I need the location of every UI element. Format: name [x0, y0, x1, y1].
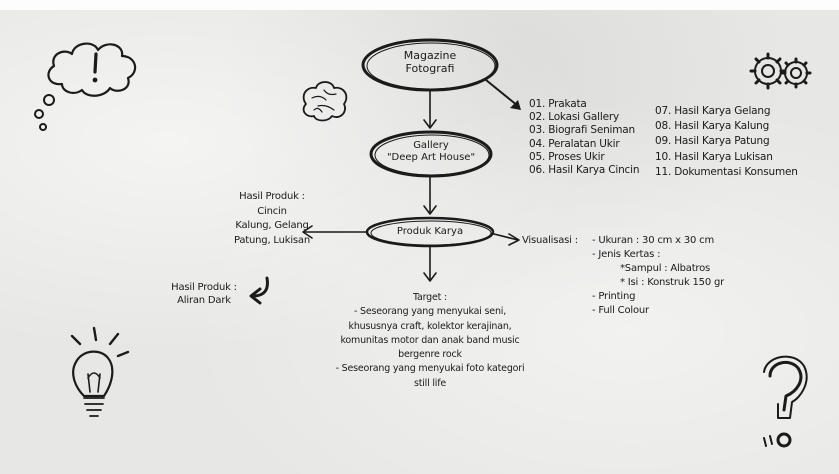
- arrow-magazine-to-contents: [485, 79, 521, 110]
- visualisasi-label: Visualisasi :: [522, 235, 578, 246]
- target-item: bergenre rock: [398, 349, 462, 361]
- hasil-produk-block: Hasil Produk : Cincin Kalung, Gelang Pat…: [222, 190, 322, 248]
- arrow-produk-to-hasil: [302, 225, 367, 239]
- lightbulb-icon: [70, 326, 130, 417]
- hasil-produk-item: Kalung, Gelang: [235, 220, 309, 231]
- contents-item: 10. Hasil Karya Lukisan: [655, 150, 773, 163]
- visualisasi-item: * Isi : Konstruk 150 gr: [620, 277, 725, 288]
- hasil-aliran-title: Hasil Produk :: [171, 282, 237, 293]
- visualisasi-item: - Full Colour: [592, 305, 649, 316]
- contents-item: 01. Prakata: [529, 98, 587, 110]
- hasil-aliran-item: Aliran Dark: [177, 295, 231, 306]
- brain-icon: [302, 81, 348, 122]
- hasil-produk-title: Hasil Produk :: [239, 191, 305, 202]
- question-mark-icon: [763, 355, 808, 448]
- contents-item: 09. Hasil Karya Patung: [655, 135, 770, 148]
- contents-item: 02. Lokasi Gallery: [529, 111, 619, 124]
- target-item: - Seseorang yang menyukai seni,: [353, 306, 507, 318]
- arrow-produk-to-target: [423, 246, 437, 282]
- hooked-arrow-to-aliran: [249, 276, 269, 305]
- visualisasi-item: *Sampul : Albatros: [620, 263, 711, 274]
- hasil-produk-item: Cincin: [257, 205, 287, 217]
- magazine-node-line-1: Magazine: [403, 49, 457, 62]
- contents-item: 06. Hasil Karya Cincin: [529, 164, 640, 177]
- contents-list-right: 07. Hasil Karya Gelang 08. Hasil Karya K…: [655, 104, 798, 180]
- magazine-node-line-2: Fotografi: [405, 62, 455, 75]
- contents-item: 08. Hasil Karya Kalung: [655, 120, 770, 133]
- visualisasi-item: - Printing: [592, 291, 636, 302]
- gallery-node-ellipse: [369, 130, 493, 178]
- gallery-node-line-2: "Deep Art House": [386, 152, 476, 163]
- visualisasi-list: - Ukuran : 30 cm x 30 cm - Jenis Kertas …: [592, 234, 724, 318]
- target-item: - Seseorang yang menyukai foto kategori: [335, 363, 525, 375]
- top-strip: [0, 0, 839, 10]
- hasil-aliran-block: Hasil Produk : Aliran Dark: [164, 281, 244, 307]
- contents-list-left: 01. Prakata 02. Lokasi Gallery 03. Biogr…: [529, 98, 639, 177]
- contents-item: 04. Peralatan Ukir: [529, 137, 620, 150]
- arrow-produk-to-visualisasi: [493, 233, 520, 246]
- target-item: khususnya craft, kolektor kerajinan,: [348, 320, 512, 332]
- contents-item: 07. Hasil Karya Gelang: [655, 105, 771, 117]
- magazine-node-ellipse: [361, 38, 499, 92]
- visualisasi-item: - Jenis Kertas :: [592, 249, 661, 260]
- arrow-gallery-to-produk: [423, 176, 437, 215]
- arrow-magazine-to-gallery: [423, 90, 437, 129]
- visualisasi-item: - Ukuran : 30 cm x 30 cm: [592, 235, 714, 246]
- gallery-node-line-1: Gallery: [413, 140, 449, 151]
- produk-node-ellipse: [365, 216, 495, 248]
- contents-item: 03. Biografi Seniman: [529, 124, 635, 137]
- target-block: Target : - Seseorang yang menyukai seni,…: [305, 291, 555, 391]
- gallery-node: Gallery "Deep Art House": [370, 140, 492, 164]
- magazine-node: Magazine Fotografi: [380, 49, 480, 75]
- target-title: Target :: [412, 292, 447, 303]
- contents-item: 11. Dokumentasi Konsumen: [655, 165, 798, 178]
- target-item: komunitas motor dan anak band music: [340, 334, 520, 346]
- produk-karya-node: Produk Karya: [396, 226, 464, 237]
- hasil-produk-item: Patung, Lukisan: [234, 234, 310, 246]
- contents-item: 05. Proses Ukir: [529, 150, 605, 163]
- gears-icon: [749, 52, 812, 90]
- target-item: still life: [413, 377, 447, 389]
- thought-cloud-exclamation-icon: [34, 42, 137, 131]
